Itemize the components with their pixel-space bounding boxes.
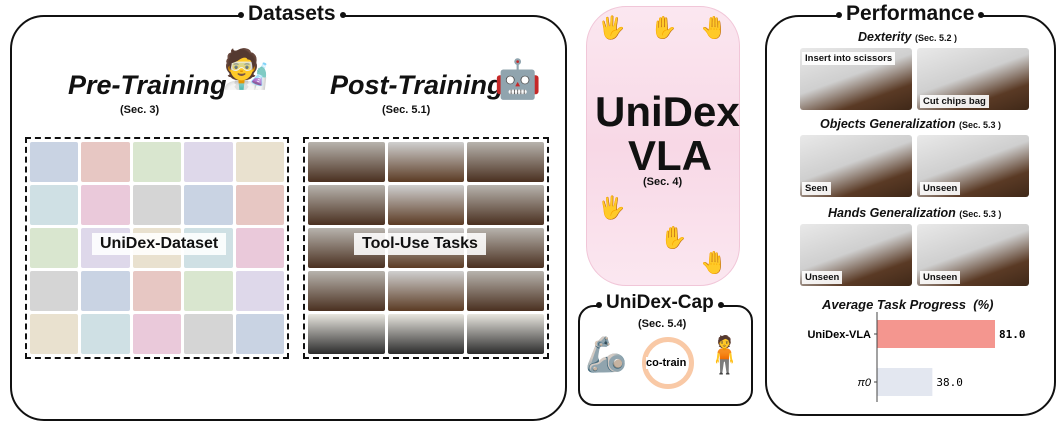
dataset-thumbnail xyxy=(132,142,182,182)
dataset-thumbnail xyxy=(30,185,79,225)
robot-hand-icon: 🖐️ xyxy=(598,195,626,220)
dataset-thumbnail xyxy=(30,314,79,354)
value-label: 38.0 xyxy=(936,376,963,389)
dataset-thumbnail xyxy=(81,314,130,354)
post-training-title: Post-Training xyxy=(330,70,504,100)
model-title-line2: VLA xyxy=(628,132,712,179)
dataset-thumbnail xyxy=(30,271,79,311)
dataset-thumbnail xyxy=(184,314,233,354)
dataset-thumbnail xyxy=(235,271,284,311)
model-panel xyxy=(586,6,740,286)
unidex-cap-section: (Sec. 5.4) xyxy=(638,318,687,330)
post-training-section: (Sec. 5.1) xyxy=(382,104,431,116)
category-label: π0 xyxy=(858,377,872,389)
dataset-thumbnail xyxy=(184,142,233,182)
objects-tag: Unseen xyxy=(920,182,961,195)
post-training-task-grid xyxy=(303,137,549,359)
dataset-thumbnail xyxy=(81,142,130,182)
dataset-thumbnail xyxy=(467,142,544,182)
dataset-thumbnail xyxy=(132,185,182,225)
dexterity-section: (Sec. 5.2 ) xyxy=(914,33,958,43)
dataset-thumbnail xyxy=(387,142,465,182)
unidex-dataset-label: UniDex-Dataset xyxy=(92,233,227,255)
unidex-cap-title: UniDex-Cap xyxy=(596,292,724,314)
co-train-cycle-icon xyxy=(642,337,694,389)
robot-hand-icon: 🖐️ xyxy=(598,15,626,40)
dataset-thumbnail xyxy=(81,271,130,311)
dexterity-title: Dexterity xyxy=(858,30,912,44)
dataset-thumbnail xyxy=(81,185,130,225)
dataset-thumbnail xyxy=(30,142,79,182)
tool-use-tasks-label: Tool-Use Tasks xyxy=(354,233,486,255)
dataset-thumbnail xyxy=(132,271,182,311)
hands-tag: Unseen xyxy=(920,271,961,284)
objects-tag: Seen xyxy=(802,182,831,195)
pre-training-dataset-grid xyxy=(25,137,289,359)
pre-training-title: Pre-Training xyxy=(68,70,227,100)
hands-title: Hands Generalization xyxy=(828,206,956,220)
chart-title: Average Task Progress (%) xyxy=(822,297,994,312)
human-vr-operator-icon: 🧍 xyxy=(702,334,747,375)
performance-title: Performance xyxy=(835,2,985,26)
robot-hand-icon: 🤚 xyxy=(700,250,728,275)
robot-arm-icon: 🦾 xyxy=(585,336,628,374)
robot-hand-icon: 🤚 xyxy=(700,15,728,40)
dataset-thumbnail xyxy=(235,185,284,225)
co-train-label: co-train xyxy=(646,357,687,369)
model-section: (Sec. 4) xyxy=(643,176,683,188)
model-title-line1: UniDex xyxy=(595,88,740,135)
dataset-thumbnail xyxy=(387,271,465,311)
dataset-thumbnail xyxy=(184,185,233,225)
dataset-thumbnail xyxy=(387,185,465,225)
hands-tag: Unseen xyxy=(802,271,843,284)
objects-heading: Objects Generalization (Sec. 5.3 ) xyxy=(820,117,1001,131)
dataset-thumbnail xyxy=(467,271,544,311)
robot-hand-icon: ✋ xyxy=(660,225,688,250)
human-operator-icon: 🧑‍🔬 xyxy=(222,49,270,91)
hands-heading: Hands Generalization (Sec. 5.3 ) xyxy=(828,206,1001,220)
dataset-thumbnail xyxy=(184,271,233,311)
dexterity-tag: Insert into scissors xyxy=(802,52,896,65)
dataset-thumbnail xyxy=(308,314,385,354)
robot-icon: 🤖 xyxy=(494,59,542,101)
dataset-thumbnail xyxy=(308,185,385,225)
dataset-thumbnail xyxy=(132,314,182,354)
dataset-thumbnail xyxy=(467,314,544,354)
dataset-thumbnail xyxy=(308,271,385,311)
hands-section: (Sec. 5.3 ) xyxy=(959,209,1002,219)
dataset-thumbnail xyxy=(467,185,544,225)
dataset-thumbnail xyxy=(235,228,284,268)
category-label: UniDex-VLA xyxy=(807,329,871,341)
datasets-title: Datasets xyxy=(238,2,346,26)
dexterity-heading: Dexterity (Sec. 5.2 ) xyxy=(858,30,957,44)
pre-training-section: (Sec. 3) xyxy=(120,104,160,116)
value-label: 81.0 xyxy=(999,328,1026,341)
robot-hand-icon: ✋ xyxy=(650,15,678,40)
dexterity-tag: Cut chips bag xyxy=(920,95,989,108)
task-progress-chart: UniDex-VLA 81.0 π0 38.0 xyxy=(807,312,1026,402)
dataset-thumbnail xyxy=(308,142,385,182)
objects-title: Objects Generalization xyxy=(820,117,956,131)
bar-0 xyxy=(877,320,995,348)
bar-1 xyxy=(877,368,933,396)
objects-section: (Sec. 5.3 ) xyxy=(958,120,1001,130)
dataset-thumbnail xyxy=(30,228,79,268)
dataset-thumbnail xyxy=(235,314,284,354)
dataset-thumbnail xyxy=(387,314,465,354)
dataset-thumbnail xyxy=(235,142,284,182)
